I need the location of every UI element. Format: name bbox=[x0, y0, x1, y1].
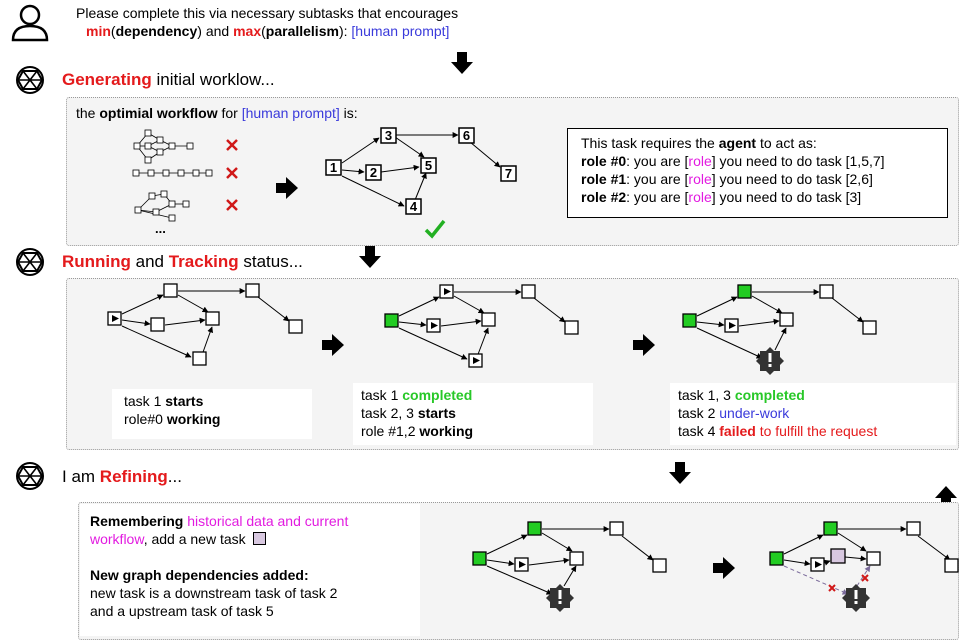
min-text: min bbox=[86, 23, 111, 39]
optimal-workflow-line: the optimial workflow for [human prompt]… bbox=[76, 105, 358, 121]
dependency-text: dependency bbox=[115, 23, 198, 39]
play-icon bbox=[815, 561, 822, 568]
node-label: 7 bbox=[505, 166, 512, 181]
dependency-text-block: New graph dependencies added: new task i… bbox=[90, 567, 338, 619]
step-generating-title: Generating initial worklow... bbox=[62, 70, 275, 89]
role-line-2: role #2: you are [role] you need to do t… bbox=[581, 189, 862, 205]
refine-graph-1 bbox=[472, 521, 667, 612]
play-icon bbox=[112, 315, 119, 322]
arrow-right-icon bbox=[713, 557, 735, 579]
step-refining-title: I am Refining... bbox=[62, 467, 182, 486]
refine-text-box: Remembering historical data and current … bbox=[80, 504, 420, 636]
status-graph-2 bbox=[384, 284, 579, 368]
failed-warning-icon bbox=[842, 584, 870, 612]
role-line-0: role #0: you are [role] you need to do t… bbox=[581, 153, 885, 169]
removed-edge-cross-icon bbox=[828, 574, 869, 592]
parallelism-text: parallelism bbox=[265, 23, 339, 39]
node-label: 3 bbox=[385, 128, 392, 143]
failed-warning-icon bbox=[756, 347, 784, 375]
optimal-graph bbox=[341, 132, 501, 207]
status-graph-1 bbox=[107, 283, 303, 366]
play-icon bbox=[519, 561, 526, 568]
optimal-graph-nodes bbox=[325, 127, 517, 215]
play-icon bbox=[729, 322, 736, 329]
new-task-swatch bbox=[252, 532, 266, 545]
node-label: 6 bbox=[463, 128, 470, 143]
status-box-2: task 1 completed task 2, 3 starts role #… bbox=[353, 383, 593, 445]
status-box-3: task 1, 3 completed task 2 under-work ta… bbox=[670, 383, 956, 445]
human-prompt-text: [human prompt] bbox=[351, 23, 450, 39]
node-label: 2 bbox=[370, 165, 377, 180]
step-running-title: Running and Tracking status... bbox=[62, 252, 303, 271]
roles-intro: This task requires the agent to act as: bbox=[581, 135, 817, 151]
candidate-graph-2 bbox=[132, 169, 213, 177]
role-line-1: role #1: you are [role] you need to do t… bbox=[581, 171, 873, 187]
node-label: 1 bbox=[330, 160, 337, 175]
candidate-graph-1 bbox=[133, 129, 194, 164]
reject-cross-icon bbox=[226, 139, 238, 211]
user-icon bbox=[11, 4, 49, 42]
status-box-1: task 1 starts role#0 working bbox=[112, 389, 312, 439]
check-mark-icon bbox=[424, 219, 446, 239]
roles-box: This task requires the agent to act as: … bbox=[567, 128, 948, 218]
prompt-line-1: Please complete this via necessary subta… bbox=[76, 5, 459, 21]
prompt-line-2: min(dependency) and max(parallelism): [h… bbox=[86, 23, 450, 39]
failed-warning-icon bbox=[546, 584, 574, 612]
refine-graph-2 bbox=[769, 521, 959, 612]
remembering-text: Remembering historical data and current … bbox=[90, 513, 349, 547]
max-text: max bbox=[233, 23, 262, 39]
node-label: 4 bbox=[410, 199, 418, 214]
optimal-graph-labels: 1 2 3 4 5 6 7 bbox=[330, 128, 512, 214]
node-label: 5 bbox=[425, 158, 432, 173]
status-graph-3 bbox=[682, 284, 877, 375]
ellipsis-text: ... bbox=[155, 221, 166, 236]
candidate-graph-3 bbox=[134, 190, 190, 222]
